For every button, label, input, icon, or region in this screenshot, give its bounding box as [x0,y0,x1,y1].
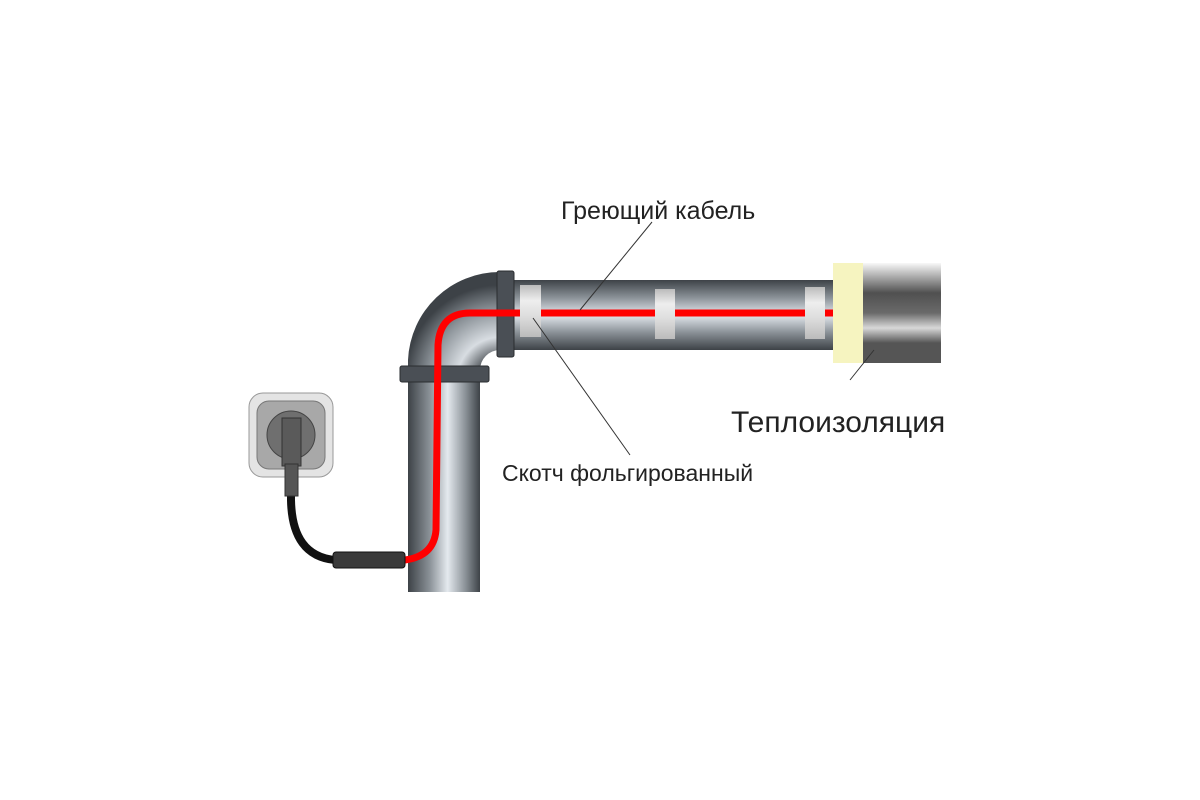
foil-tape-band [520,285,541,337]
cable-joint-sleeve [332,551,406,569]
insulation-cylinder [863,263,941,363]
lower-flange [399,365,490,383]
insulation-band [833,263,863,363]
heating-cable [404,309,835,564]
foil-tape-band [805,287,825,339]
label-heating-cable: Греющий кабель [561,197,756,225]
foil-tape-band [655,289,675,339]
leader-heating-cable [579,221,653,311]
plug [281,417,302,467]
label-insulation: Теплоизоляция [731,406,946,439]
power-cord [287,465,336,564]
leader-foil-tape [532,317,631,456]
pipe-elbow [408,271,500,380]
plug-neck [284,463,299,497]
leader-insulation [849,349,875,381]
vertical-pipe [408,380,480,592]
label-foil-tape: Скотч фольгированный [502,460,754,486]
